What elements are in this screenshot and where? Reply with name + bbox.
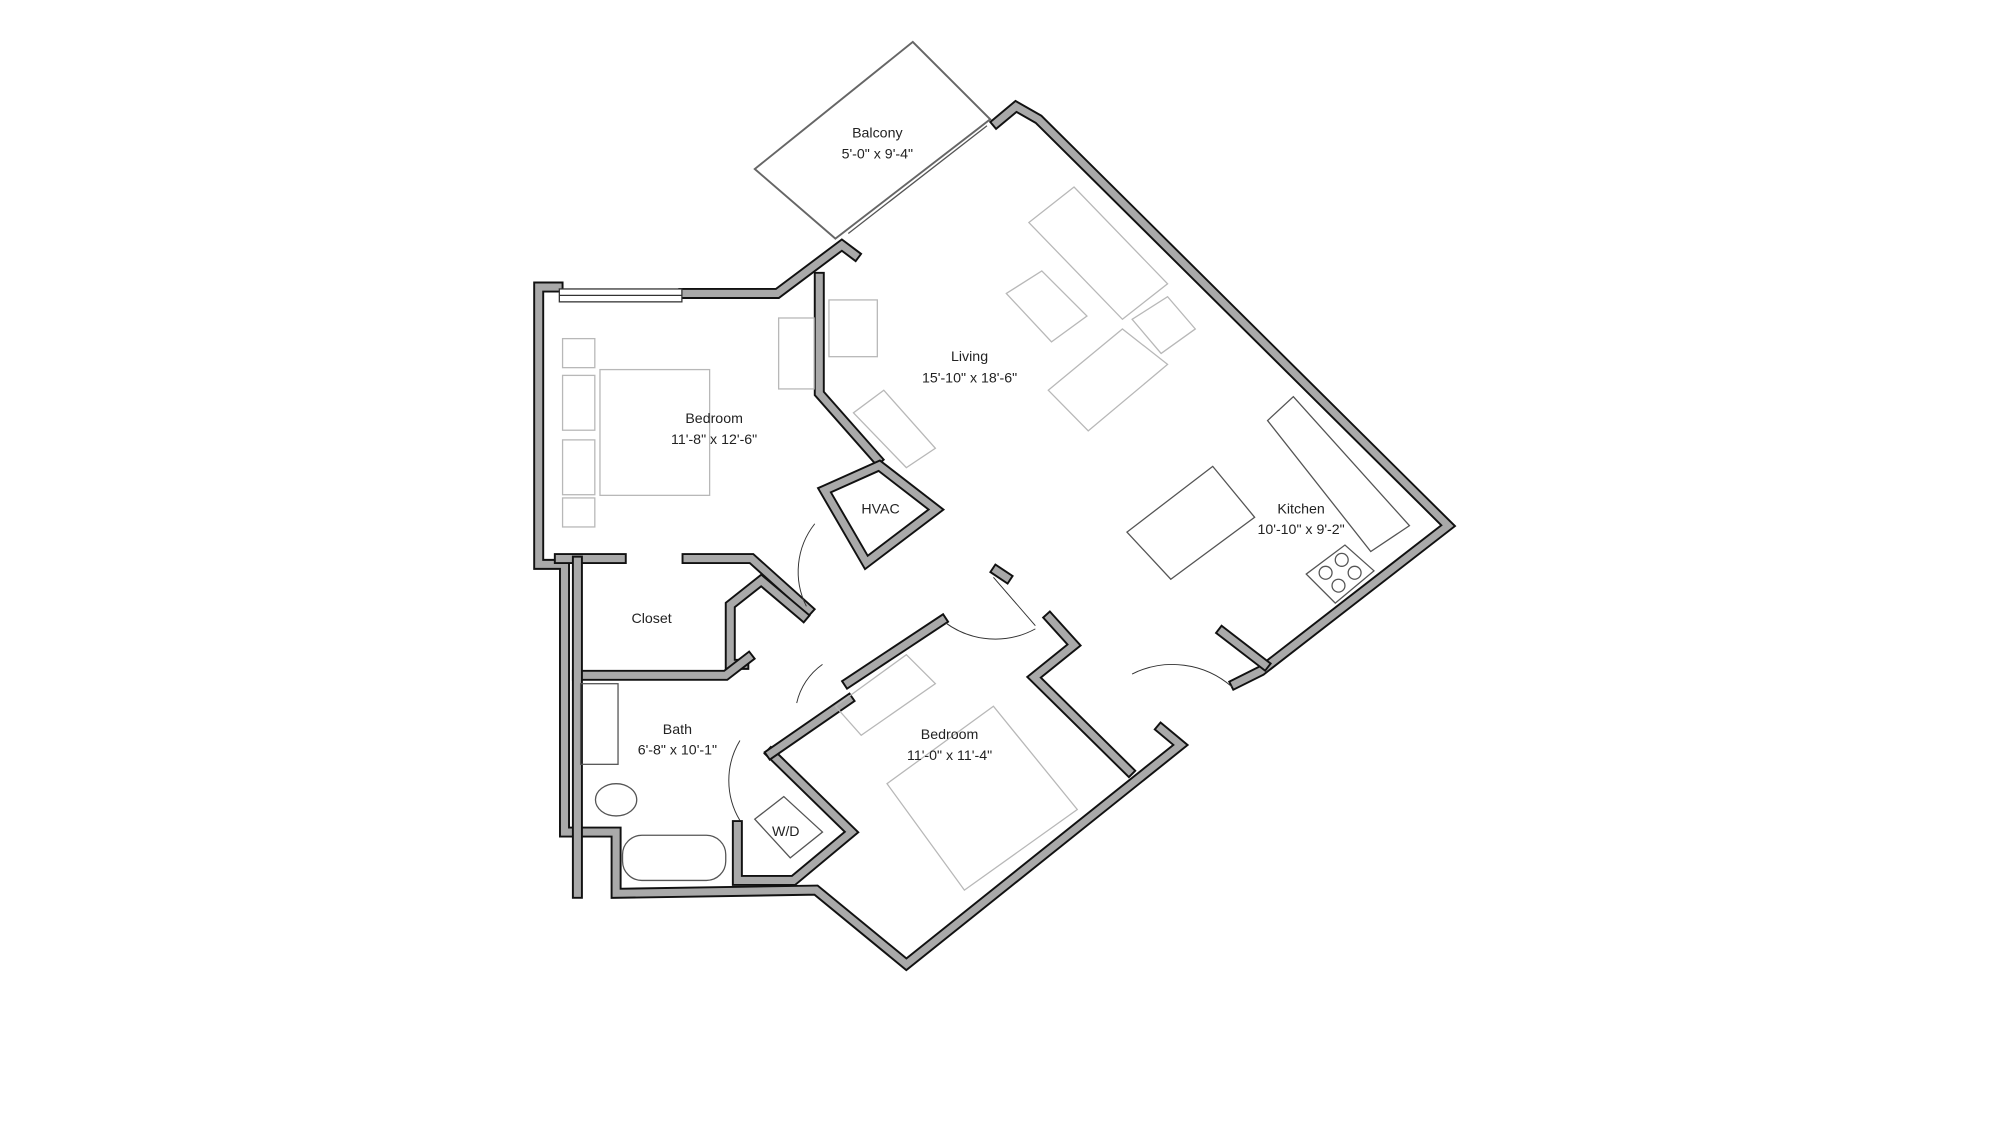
kitchen-label: Kitchen [1277, 501, 1324, 517]
bedroom2-size: 11'-0" x 11'-4" [907, 748, 992, 764]
balcony-label: Balcony [852, 125, 903, 141]
wd-label: W/D [772, 824, 800, 840]
balcony-door [847, 125, 988, 234]
living-size: 15'-10" x 18'-6" [922, 370, 1017, 386]
kitchen-size: 10'-10" x 9'-2" [1257, 522, 1344, 538]
bath-size: 6'-8" x 10'-1" [638, 743, 717, 759]
bedroom2-label: Bedroom [921, 727, 979, 743]
furniture [561, 186, 1411, 891]
hvac-label: HVAC [861, 501, 899, 517]
balcony-railing [753, 40, 992, 240]
balcony-size: 5'-0" x 9'-4" [842, 147, 913, 163]
living-label: Living [951, 349, 988, 365]
bath-label: Bath [663, 722, 692, 738]
bedroom1-label: Bedroom [685, 411, 743, 427]
doors [728, 523, 1233, 821]
closet-label: Closet [631, 611, 671, 627]
bedroom1-size: 11'-8" x 12'-6" [671, 432, 757, 448]
walls [533, 99, 1457, 972]
